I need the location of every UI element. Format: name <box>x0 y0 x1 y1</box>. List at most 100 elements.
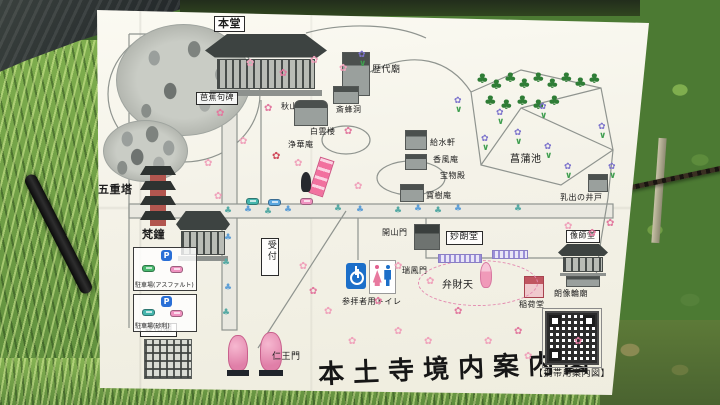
label-parking-asphalt: 駐車場(アスファルト) <box>135 282 194 289</box>
map-board: 本堂 五重塔 梵鐘 歴代廟 芭蕉句碑 秋山夫人墓 斎蜂洞 白雲楼 浄華庵 給水軒… <box>97 10 649 395</box>
bush-icon <box>224 206 232 216</box>
well-icon <box>588 174 608 192</box>
iris-flower-icon <box>481 134 493 154</box>
blossom-icon <box>299 261 307 272</box>
blossom-icon <box>374 296 382 307</box>
myorodo-icon <box>414 224 440 250</box>
hakuunro-icon <box>294 100 328 126</box>
blossom-icon <box>246 58 254 69</box>
iris-flower-icon <box>358 50 370 70</box>
car-icon <box>268 199 281 206</box>
blossom-icon <box>606 218 614 229</box>
iris-flower-icon <box>564 162 576 182</box>
iris-flower-icon <box>496 108 508 128</box>
parking-sign-icon: P <box>161 296 172 307</box>
bridge-icon <box>438 254 482 263</box>
blossom-icon <box>454 306 462 317</box>
blossom-icon <box>484 336 492 347</box>
bush-icon <box>244 205 252 215</box>
tree-icon <box>476 72 488 87</box>
car-icon <box>300 198 313 205</box>
blossom-icon <box>394 326 402 337</box>
label-hojuan: 寶樹庵 <box>426 191 452 200</box>
label-zuihomon: 瑞鳳門 <box>402 266 428 275</box>
car-icon <box>246 198 259 205</box>
blossom-icon <box>239 136 247 147</box>
car-icon <box>142 309 155 316</box>
blossom-icon <box>424 336 432 347</box>
iris-flower-icon <box>608 162 620 182</box>
parking-area-gravel: P 駐車場(砂利) <box>133 294 197 332</box>
bush-icon <box>334 204 342 214</box>
tree-icon <box>532 71 544 86</box>
car-icon <box>142 265 155 272</box>
blossom-icon <box>524 351 532 362</box>
bush-icon <box>284 205 292 215</box>
blossom-icon <box>588 228 596 239</box>
label-homotsuden: 宝物殿 <box>440 171 466 180</box>
blossom-icon <box>348 336 356 347</box>
tree-icon <box>546 77 558 92</box>
saihodo-icon <box>333 86 359 104</box>
blossom-icon <box>204 158 212 169</box>
nio-statue-icon <box>259 332 283 376</box>
bush-icon <box>222 308 230 318</box>
shadow-strip-top <box>180 0 640 16</box>
blossom-icon <box>294 158 302 169</box>
bell-tower-icon <box>176 211 230 261</box>
blossom-icon <box>279 68 287 79</box>
label-bonsho: 梵鐘 <box>142 228 165 241</box>
label-toilet: 参拝者用トイレ <box>342 297 402 306</box>
statue-icon <box>301 172 311 192</box>
label-rekidaibyo: 歴代廟 <box>372 65 401 75</box>
tree-icon <box>518 77 530 92</box>
label-myorodo: 妙朗堂 <box>446 231 483 245</box>
bush-icon <box>514 204 522 214</box>
blossom-icon <box>354 181 362 192</box>
benzaiten-statue-icon <box>480 262 492 288</box>
nio-statue-icon <box>227 335 249 376</box>
parking-area-asphalt: P 駐車場(アスファルト) <box>133 247 197 291</box>
tree-icon <box>484 94 496 109</box>
label-chichide-no-ido: 乳出の井戸 <box>560 193 603 202</box>
iris-flower-icon <box>514 128 526 148</box>
label-jokean: 浄華庵 <box>288 140 314 149</box>
bush-icon <box>434 206 442 216</box>
blossom-icon <box>264 103 272 114</box>
blossom-icon <box>216 108 224 119</box>
tree-icon <box>588 72 600 87</box>
label-hakuunro: 白雲楼 <box>310 127 336 136</box>
blossom-icon <box>426 276 434 287</box>
bridge-icon <box>492 250 528 259</box>
tree-icon <box>574 76 586 91</box>
iris-flower-icon <box>544 142 556 162</box>
tree-icon <box>516 94 528 109</box>
iris-flower-icon <box>454 96 466 116</box>
kofuan-icon <box>405 154 427 170</box>
bush-icon <box>222 258 230 268</box>
label-inarido: 稲荷堂 <box>519 300 545 309</box>
tree-icon <box>490 78 502 93</box>
label-hondo: 本堂 <box>214 16 245 33</box>
car-icon <box>170 310 183 317</box>
label-parking-gravel: 駐車場(砂利) <box>135 323 170 330</box>
label-basho-kuhi: 芭蕉句碑 <box>196 92 238 105</box>
label-uketsuke: 受付 <box>261 238 279 276</box>
wheelchair-icon <box>346 263 366 289</box>
label-kofuan: 香風庵 <box>433 155 459 164</box>
rozorinbyo-icon <box>566 276 600 287</box>
label-niomon: 仁王門 <box>272 352 301 362</box>
blossom-icon <box>564 221 572 232</box>
dry-brush-bottom-right <box>600 320 720 405</box>
blossom-icon <box>574 336 582 347</box>
kyusuiken-icon <box>405 130 427 150</box>
blossom-icon <box>310 55 318 66</box>
blossom-icon <box>339 63 347 74</box>
bush-icon <box>224 233 232 243</box>
blossom-icon <box>309 286 317 297</box>
bush-icon <box>394 206 402 216</box>
main-hall-icon <box>205 34 327 96</box>
qr-caption: 【携帯用案内図】 <box>534 369 611 379</box>
parking-sign-icon: P <box>161 250 172 261</box>
iris-flower-icon <box>598 122 610 142</box>
